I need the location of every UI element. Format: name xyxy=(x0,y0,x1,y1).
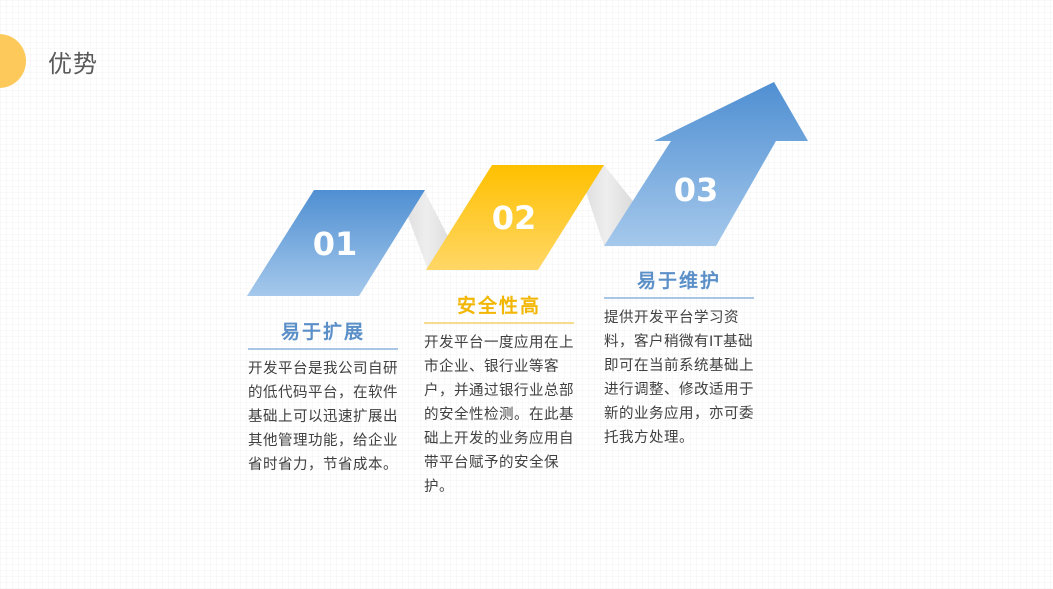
step-description-2: 开发平台一度应用在上市企业、银行业等客户，并通过银行业总部的安全性检测。在此基础… xyxy=(424,335,574,495)
step-shape-3-arrow xyxy=(604,82,808,246)
step-number-2: 02 xyxy=(492,199,537,237)
step-description-1: 开发平台是我公司自研的低代码平台，在软件基础上可以迅速扩展出其他管理功能，给企业… xyxy=(248,361,398,473)
step-column-3: 易于维护 提供开发平台学习资料，客户稍微有IT基础即可在当前系统基础上进行调整、… xyxy=(604,266,754,450)
fold-connector-2 xyxy=(577,165,636,246)
step-title-1: 易于扩展 xyxy=(248,317,398,350)
page-title: 优势 xyxy=(48,50,98,78)
step-column-1: 易于扩展 开发平台是我公司自研的低代码平台，在软件基础上可以迅速扩展出其他管理功… xyxy=(248,317,398,477)
step-description-3: 提供开发平台学习资料，客户稍微有IT基础即可在当前系统基础上进行调整、修改适用于… xyxy=(604,310,754,446)
step-shape-1 xyxy=(247,190,425,296)
step-title-3: 易于维护 xyxy=(604,266,754,299)
step-number-3: 03 xyxy=(674,171,719,209)
step-column-2: 安全性高 开发平台一度应用在上市企业、银行业等客户，并通过银行业总部的安全性检测… xyxy=(424,291,574,499)
step-shape-2 xyxy=(426,165,604,270)
step-number-1: 01 xyxy=(313,225,358,263)
step-title-2: 安全性高 xyxy=(424,291,574,324)
